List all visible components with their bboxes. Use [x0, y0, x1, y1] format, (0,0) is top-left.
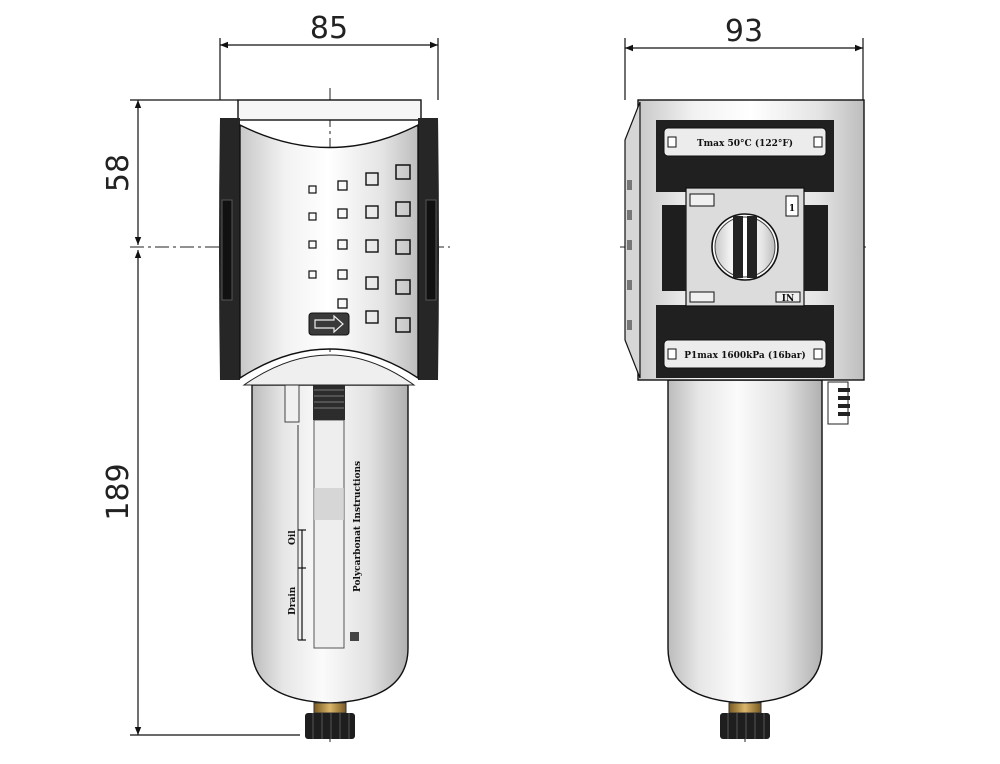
port-number-label: 1	[789, 204, 795, 214]
front-drain-nut	[313, 702, 347, 714]
side-width-label: 93	[725, 14, 763, 49]
front-head-body	[239, 123, 419, 380]
oil-level-label: Oil	[288, 530, 298, 545]
temperature-label: Tmax 50°C (122°F)	[697, 138, 793, 149]
drain-level-label: Drain	[288, 586, 298, 615]
flow-direction-arrow-icon	[308, 312, 350, 336]
dimension-front-width: 85	[219, 11, 439, 100]
bowl-height-label: 189	[101, 463, 136, 520]
dimension-vertical: 58 189	[101, 99, 300, 736]
dimension-side-width: 93	[624, 14, 864, 100]
port-inlet-label: IN	[782, 294, 794, 304]
front-drain-knob	[305, 713, 355, 739]
side-bowl	[667, 379, 823, 704]
head-height-label: 58	[101, 154, 136, 192]
front-vent-grid	[308, 164, 411, 333]
side-drain-knob	[720, 713, 770, 739]
front-head-top-plate	[237, 99, 422, 121]
bowl-material-label: Polycarbonat Instructions	[353, 461, 363, 592]
front-view: Oil Drain Polycarbonat Instructions	[130, 88, 450, 742]
side-drain-nut	[728, 702, 762, 714]
pressure-label: P1max 1600kPa (16bar)	[684, 350, 806, 361]
front-sight-glass	[313, 419, 345, 649]
side-view: Tmax 50°C (122°F) P1max 1600kPa (16bar) …	[620, 99, 870, 742]
front-width-label: 85	[310, 11, 348, 46]
